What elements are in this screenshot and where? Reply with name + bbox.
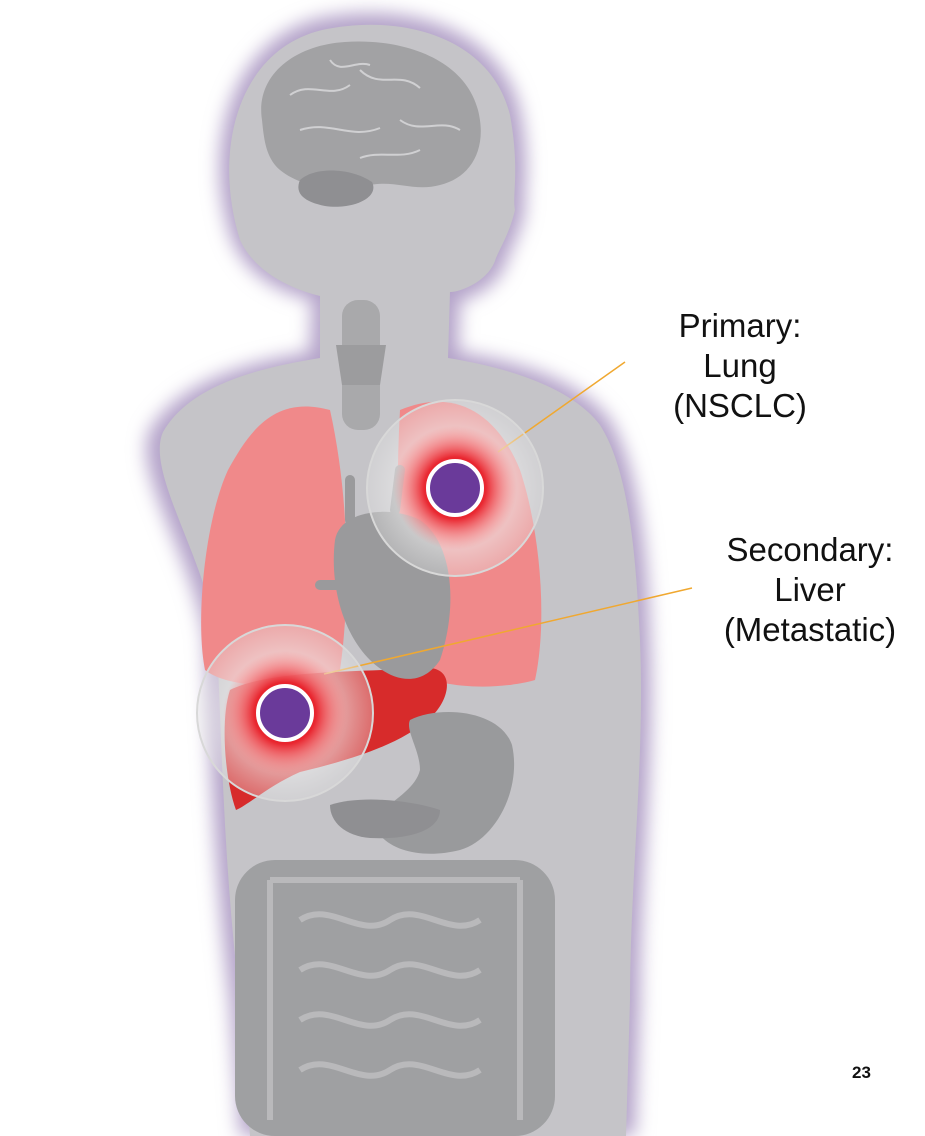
secondary-label-line-2: Liver [700, 570, 920, 610]
primary-label-line-1: Primary: [640, 306, 840, 346]
primary-label-line-3: (NSCLC) [640, 386, 840, 426]
primary-site-label: Primary: Lung (NSCLC) [640, 306, 840, 426]
secondary-site-label: Secondary: Liver (Metastatic) [700, 530, 920, 650]
tumor-marker-icon [197, 625, 373, 801]
trachea-icon [336, 300, 386, 430]
tumor-marker-icon [367, 400, 543, 576]
secondary-label-line-1: Secondary: [700, 530, 920, 570]
page-number: 23 [852, 1063, 871, 1083]
primary-label-line-2: Lung [640, 346, 840, 386]
intestines-icon [235, 860, 555, 1136]
secondary-label-line-3: (Metastatic) [700, 610, 920, 650]
